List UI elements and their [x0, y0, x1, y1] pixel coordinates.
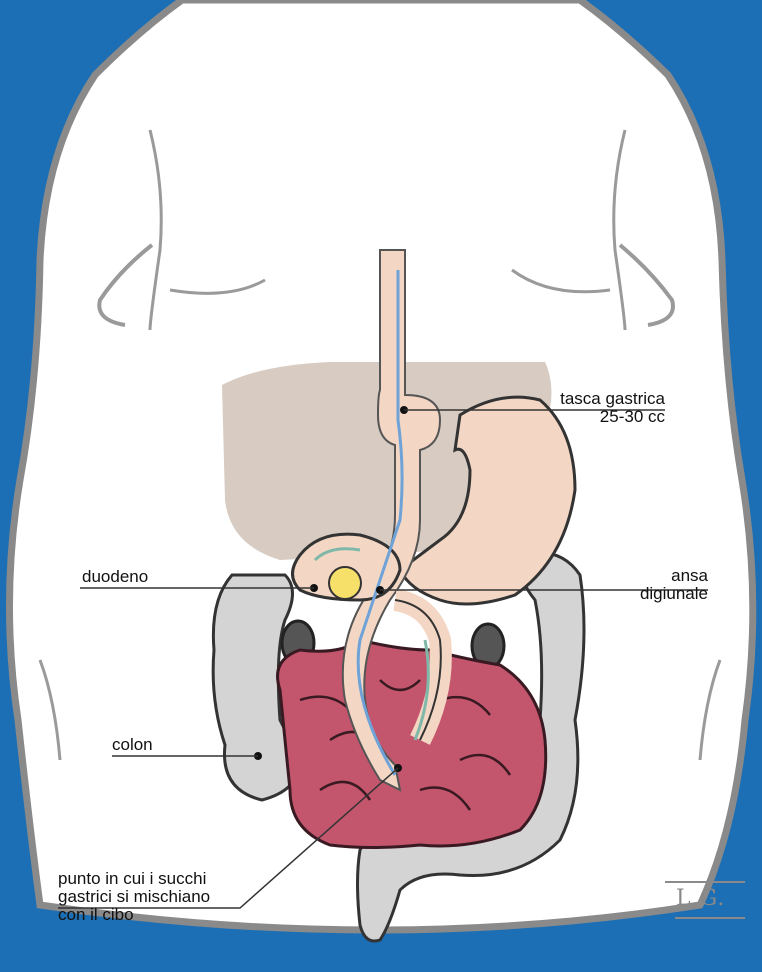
- artist-signature: L.G.: [676, 886, 725, 911]
- label-colon: colon: [112, 736, 153, 754]
- small-intestine: [278, 640, 546, 848]
- label-duodeno: duodeno: [82, 568, 148, 586]
